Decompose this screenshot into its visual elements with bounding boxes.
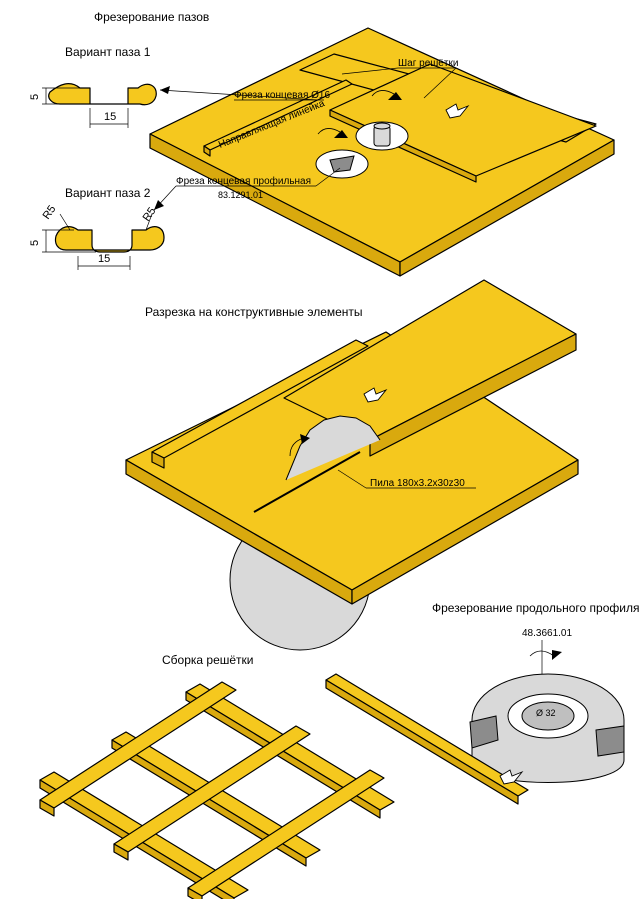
variant2-width-dim: 15 (98, 253, 110, 265)
cutting-table (125, 279, 579, 651)
end-mill-label: Фреза концевая Ø16 (234, 90, 330, 101)
variant2-depth-dim: 5 (29, 240, 41, 246)
profile-cutter (469, 650, 625, 783)
slot-variant2-profile (42, 213, 165, 270)
profile-bar (325, 673, 529, 805)
variant2-radius-left: R5 (41, 203, 59, 221)
variant1-width-dim: 15 (104, 111, 116, 123)
slot-milling-table (149, 27, 615, 277)
slot-variant1-profile (42, 83, 157, 128)
grid-step-label: Шаг решётки (398, 58, 458, 69)
assembly-title: Сборка решётки (162, 653, 254, 667)
slot-milling-title: Фрезерование пазов (94, 10, 209, 24)
variant1-depth-dim: 5 (29, 94, 41, 100)
cutting-title: Разрезка на конструктивные элементы (145, 305, 363, 319)
saw-label: Пила 180x3.2x30z30 (370, 478, 465, 489)
variant2-label: Вариант паза 2 (65, 186, 151, 200)
variant1-label: Вариант паза 1 (65, 45, 151, 59)
profile-milling-title: Фрезерование продольного профиля (432, 601, 639, 615)
grid-assembly (39, 681, 395, 899)
profile-cutter-code: 48.3661.01 (522, 628, 572, 639)
profile-mill-label: Фреза концевая профильная (176, 175, 311, 187)
profile-cutter-diameter: Ø 32 (536, 708, 556, 718)
profile-mill-code: 83.1291.01 (218, 190, 263, 200)
